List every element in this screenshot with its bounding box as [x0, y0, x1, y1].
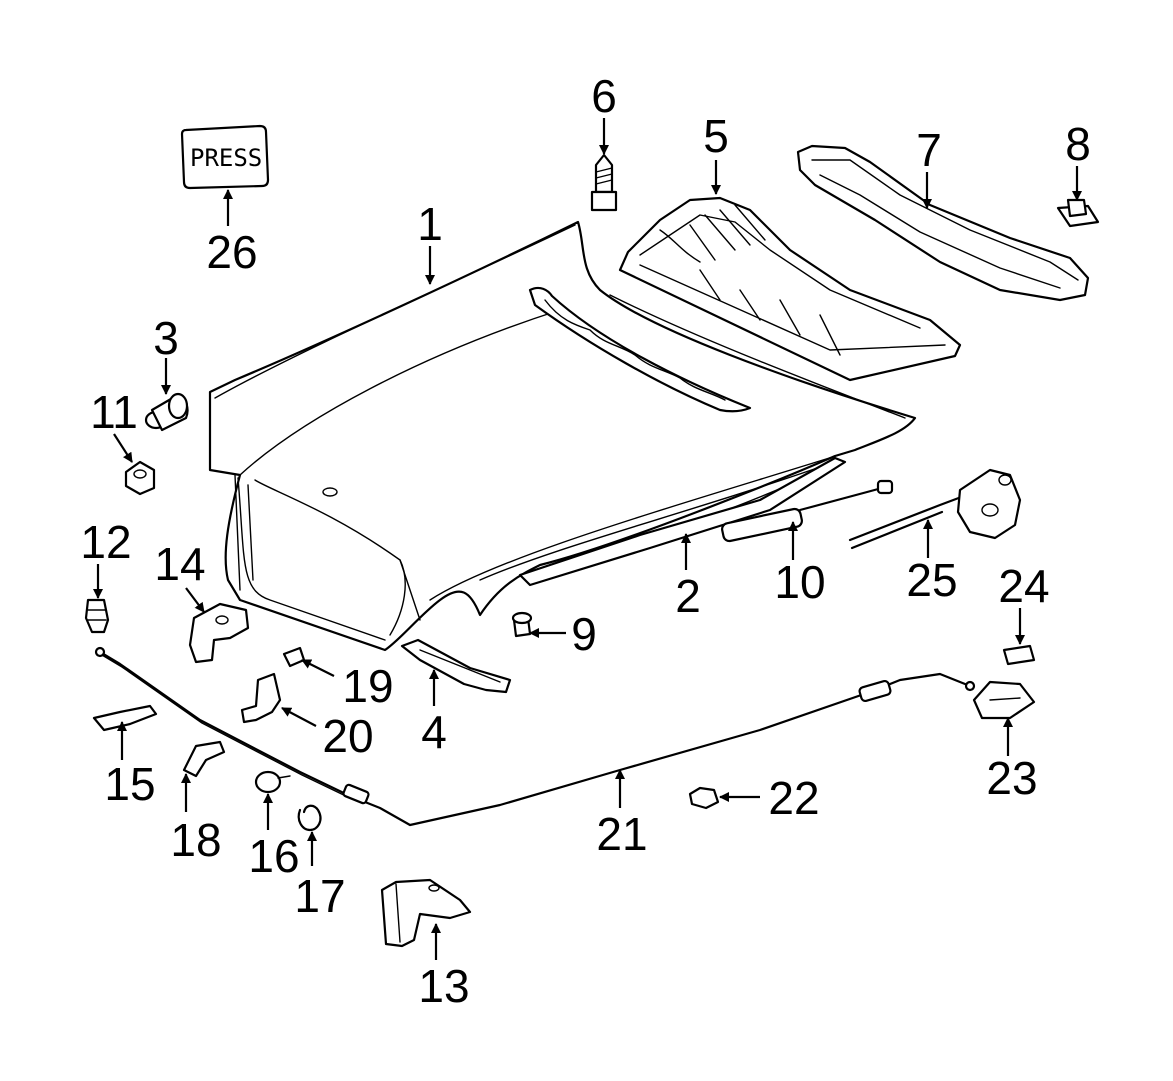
callout-16: 16 [248, 830, 299, 882]
callout-26: 26 [206, 226, 257, 278]
callout-5: 5 [703, 110, 729, 162]
callout-9: 9 [571, 608, 597, 660]
callout-6: 6 [591, 70, 617, 122]
callout-17: 17 [294, 870, 345, 922]
callout-13: 13 [418, 960, 469, 1012]
callout-20: 20 [322, 710, 373, 762]
callout-15: 15 [104, 758, 155, 810]
callout-22: 22 [768, 772, 819, 824]
bumper-stop [144, 392, 189, 432]
release-handle [380, 878, 472, 948]
pivot-pin [511, 611, 533, 638]
lift-support-strut [721, 479, 894, 543]
cable-clip [84, 598, 110, 634]
spring-clamp [297, 804, 322, 832]
callout-numbers: 1 2 3 4 5 6 7 8 9 10 11 12 13 14 15 16 1… [80, 70, 1090, 1012]
callout-12: 12 [80, 516, 131, 568]
hood-lock-assembly [848, 468, 1022, 550]
press-label: PRESS [180, 124, 270, 190]
grommet [124, 460, 156, 496]
callout-11: 11 [90, 386, 138, 438]
callout-25: 25 [906, 554, 957, 606]
clip-nut [1056, 198, 1100, 228]
callout-8: 8 [1065, 118, 1091, 170]
release-cable [94, 646, 976, 827]
callout-4: 4 [421, 706, 447, 758]
retaining-clip [1002, 644, 1036, 666]
hood-hinge [400, 638, 512, 694]
callout-14: 14 [154, 538, 205, 590]
hex-nut [688, 786, 720, 810]
bolt [590, 153, 618, 212]
callout-3: 3 [153, 312, 179, 364]
hood-latch [972, 680, 1036, 720]
lever-bracket [240, 672, 282, 724]
press-label-text: PRESS [190, 144, 262, 172]
cowl-grille [618, 196, 962, 382]
callout-21: 21 [596, 808, 647, 860]
hood-seal-strip [796, 144, 1090, 302]
spring-clip [92, 704, 158, 732]
callout-23: 23 [986, 752, 1037, 804]
small-clip [282, 646, 306, 668]
handle-cover [182, 740, 226, 778]
callout-1: 1 [417, 198, 443, 250]
callout-19: 19 [342, 660, 393, 712]
latch-bracket [188, 602, 250, 664]
callout-18: 18 [170, 814, 221, 866]
callout-2: 2 [675, 570, 701, 622]
hood-insulator [518, 456, 847, 587]
callout-10: 10 [774, 556, 825, 608]
callout-leaders [93, 118, 1082, 960]
retainer-ring [254, 770, 291, 794]
callout-24: 24 [998, 560, 1049, 612]
callout-7: 7 [916, 124, 942, 176]
